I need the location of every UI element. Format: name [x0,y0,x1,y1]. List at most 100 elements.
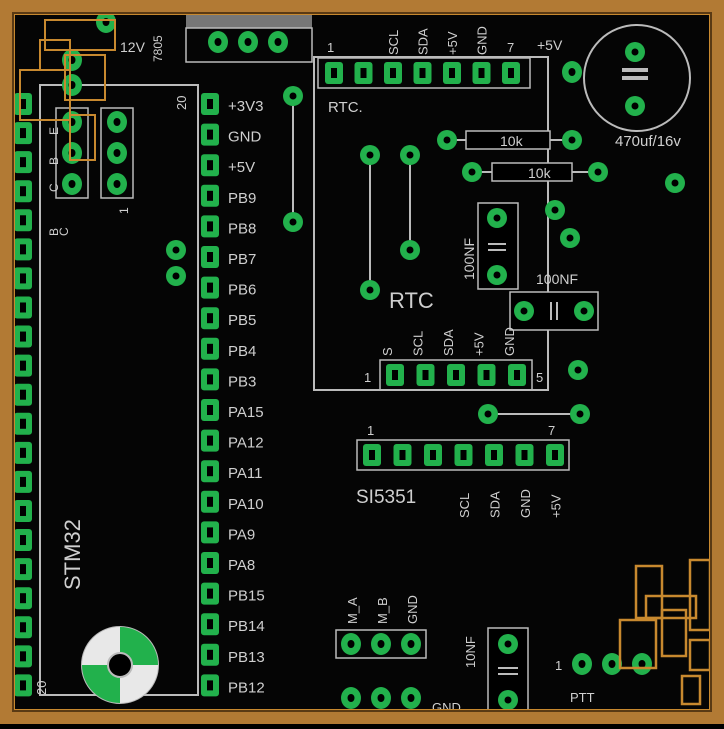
stm32-pin-number-bottom: 20 [34,681,49,695]
stm32-pad [201,368,219,391]
left-pad [14,354,32,377]
stm32-pin-label: PA15 [228,404,264,421]
rtc-bottom-pin-label: GND [502,327,517,356]
stm32-pin-label: PB12 [228,679,265,696]
transistor-letter-e: E [47,127,61,135]
stm32-pin-label: +3V3 [228,98,263,115]
si5351-pin-last: 7 [548,423,555,438]
motor-label-gnd: GND [405,595,420,624]
stm32-pad [201,93,219,115]
stm32-pad [201,184,219,207]
left-pad [14,558,32,581]
capacitor-10nf [487,627,529,715]
left-pad [14,93,32,115]
rtc-bottom-pad [477,364,496,386]
left-pad [14,383,32,406]
stm32-pad [201,276,219,299]
stm32-pad [201,613,219,636]
stm32-pin-label: +5V [228,159,255,176]
rtc-top-label: RTC. [328,99,363,116]
rtc-bottom-pin-label: SCL [411,331,426,356]
stm32-pad [201,246,219,268]
si5351-pad [515,444,534,466]
resistor-10k-1 [437,130,582,150]
left-pad [14,412,32,435]
left-pad-column [14,93,32,697]
rtc-top-pad [443,62,461,84]
stm32-pad [201,460,219,483]
electrolytic-label: 470uf/16v [615,133,681,150]
rtc-bottom-pin-first: 1 [364,370,371,385]
transistor-letter-c1: C [57,227,71,236]
left-pad [14,470,32,493]
stm32-pin-label: PB4 [228,343,256,360]
stm32-pin-label: PB8 [228,220,256,237]
stm32-pad [201,123,219,146]
transistor-letter-b2: B [47,157,61,165]
rtc-bottom-pad [508,364,526,386]
label-12v: 12V [120,39,146,55]
si5351-pad [454,444,473,466]
rtc-top-pin-label: +5V [445,31,460,55]
rtc-top-pad [502,62,520,84]
jumper-3 [478,404,590,424]
rtc-top-pin-label: SDA [416,28,431,55]
si5351-label: SI5351 [356,487,416,508]
ptt-header [572,653,652,675]
stm32-pad [201,674,219,697]
stm32-pin-label: GND [228,129,262,146]
stm32-pad [201,490,219,513]
left-pad [14,674,32,697]
stm32-pin-label: PA12 [228,435,264,452]
left-pad [14,209,32,232]
stm32-pad [201,215,219,238]
stm32-pin-labels: +3V3GND+5VPB9PB8PB7PB6PB5PB4PB3PA15PA12P… [228,98,265,696]
stm32-pin-label: PA8 [228,557,255,574]
ptt-label: PTT [570,690,595,705]
rtc-bottom-pin-label: +5V [472,332,487,356]
left-pad [14,296,32,319]
transistor-letter-b1: B [47,228,61,236]
rtc-top-pad [384,62,402,84]
si5351-header [356,439,570,471]
si5351-pad [393,444,412,466]
motor-header [335,629,427,709]
ptt-pin-one: 1 [555,658,562,673]
left-pad [14,441,32,464]
stm32-pad [201,552,219,574]
left-pad [14,529,32,552]
capacitor-100nf-1 [477,202,519,290]
stm32-pin-label: PB5 [228,312,256,329]
stm32-pad [201,154,219,177]
stm32-pin-label: PB6 [228,282,256,299]
stm32-pin-number-top: 20 [174,96,189,110]
stm32-pin-label: PB7 [228,251,256,268]
cap-1-label: 100NF [461,238,477,280]
rtc-bottom-pad [447,364,465,386]
si5351-pin-labels: SCL SDA GND +5V [457,489,564,518]
motor-label-ma: M_A [345,597,360,624]
rtc-bottom-pad [386,364,404,386]
si5351-pin-label: GND [518,489,533,518]
jumper-2 [360,145,420,300]
si5351-pad [363,444,381,466]
si5351-pad [485,444,503,466]
rtc-top-pin-label: GND [475,26,490,55]
si5351-pin-first: 1 [367,423,374,438]
left-pad [14,499,32,522]
stm32-pin-label: PA10 [228,496,264,513]
jumper-1 [283,86,303,232]
rtc-top-header [317,57,531,89]
si5351-pin-label: SDA [488,491,503,518]
si5351-pin-label: SCL [457,493,472,518]
stm32-pin-label: PB14 [228,618,265,635]
rtc-top-pin-label: SCL [386,30,401,55]
rtc-bottom-pin-last: 5 [536,370,543,385]
si5351-pin-label: +5V [549,494,564,518]
rtc-top-pin-first: 1 [327,40,334,55]
cap-2-label: 100NF [536,271,578,287]
left-pad [14,267,32,290]
left-pad [14,180,32,203]
